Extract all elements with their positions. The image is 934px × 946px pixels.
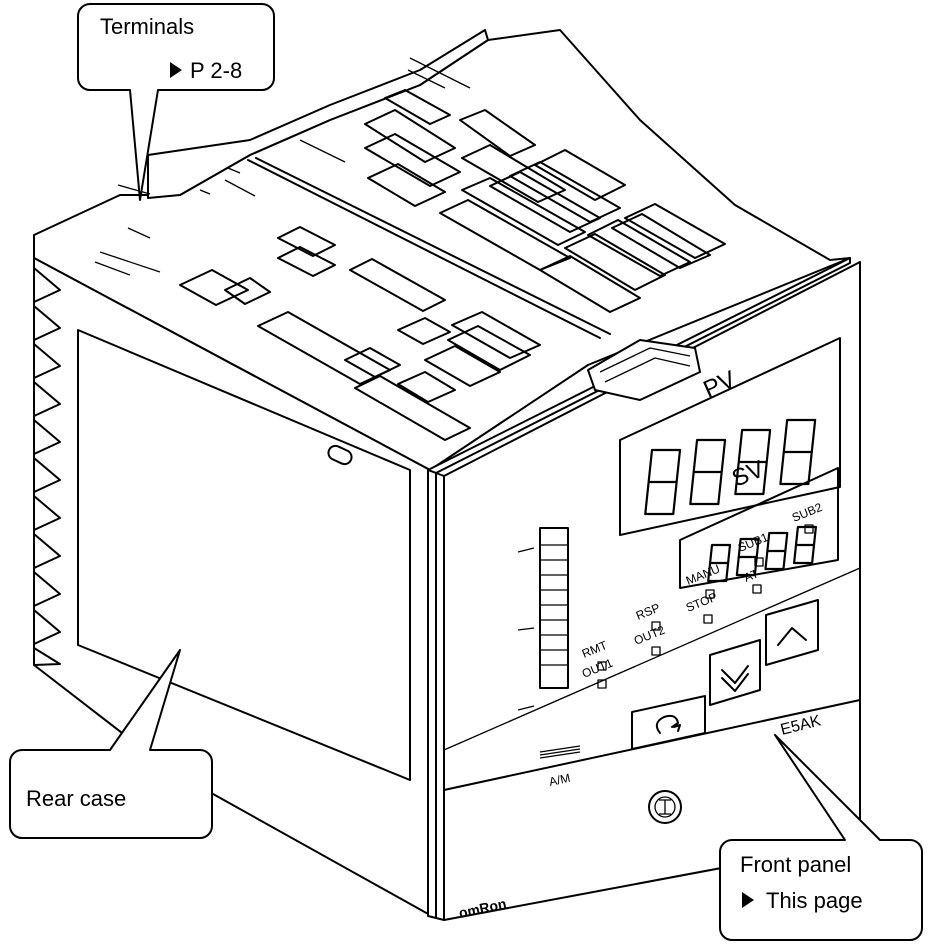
- callout-terminals: Terminals P 2-8: [77, 3, 275, 201]
- keys: [631, 599, 819, 750]
- am-label: A/M: [548, 771, 572, 789]
- indicator-leds: [597, 524, 814, 689]
- front-panel-ref: This page: [766, 888, 863, 913]
- rear-case-body: [33, 29, 851, 916]
- black-right-triangle-icon: [170, 62, 182, 78]
- front-panel-label: Front panel: [740, 852, 851, 877]
- terminals-ref: P 2-8: [190, 58, 242, 83]
- at-label: AT: [742, 566, 761, 585]
- up-key[interactable]: [765, 599, 819, 666]
- terminal-marks: [94, 57, 471, 276]
- am-screw: [648, 790, 682, 824]
- front-panel-body: [427, 257, 861, 921]
- chevron-up-icon: [777, 627, 807, 646]
- sv-digits: [707, 525, 817, 583]
- pv-digits: [644, 418, 817, 516]
- chevron-down-icon: [721, 673, 749, 692]
- am-hatch: [539, 745, 581, 759]
- callout-rear-case: Rear case: [9, 649, 213, 839]
- terminal-slots: [179, 89, 726, 441]
- down-key[interactable]: [709, 639, 761, 706]
- chevron-down-icon: [721, 665, 749, 684]
- callout-front-panel: Front panel This page: [719, 734, 923, 941]
- cooling-fins: [33, 267, 61, 666]
- terminals-label: Terminals: [100, 14, 194, 39]
- cycle-arrow-icon: [655, 714, 681, 734]
- mode-key[interactable]: [631, 695, 706, 750]
- black-right-triangle-icon: [742, 892, 754, 908]
- bar-graph: [517, 527, 569, 711]
- rear-case-label: Rear case: [26, 786, 126, 811]
